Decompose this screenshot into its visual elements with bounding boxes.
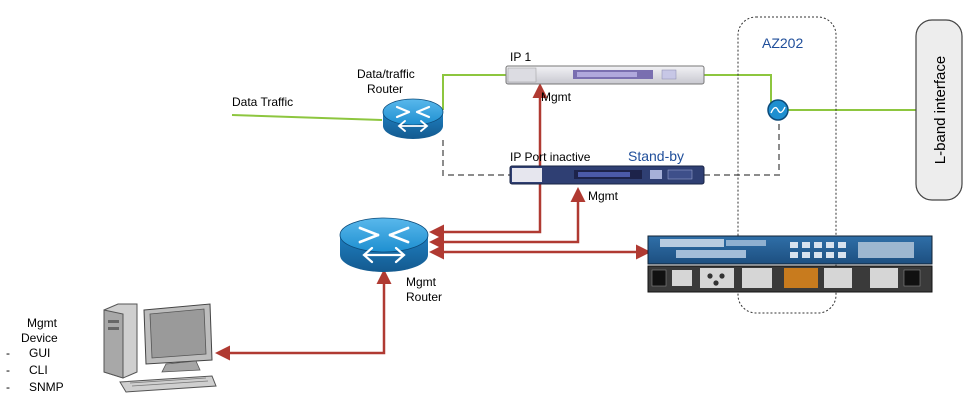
list-dash-snmp: - bbox=[6, 380, 10, 394]
list-item-cli: CLI bbox=[29, 363, 48, 377]
data-router-label-line2: Router bbox=[367, 82, 403, 96]
mgmt-device-label-line1: Mgmt bbox=[27, 316, 58, 330]
list-dash-cli: - bbox=[6, 363, 10, 377]
list-item-snmp: SNMP bbox=[29, 380, 64, 394]
router-to-ip1-line bbox=[442, 74, 506, 110]
mgmt-router-label-line2: Router bbox=[406, 290, 442, 304]
mgmt-router-label-line1: Mgmt bbox=[406, 275, 437, 289]
mgmt-label-standby: Mgmt bbox=[588, 189, 619, 203]
ip1-device bbox=[505, 65, 705, 85]
ip1-label: IP 1 bbox=[510, 50, 531, 64]
mgmt-router-icon bbox=[339, 217, 429, 272]
mgmt-line-device bbox=[215, 269, 392, 361]
data-traffic-line bbox=[231, 114, 383, 121]
coupler-icon bbox=[767, 99, 789, 121]
data-router-icon bbox=[382, 98, 444, 139]
lband-label: L-band interface bbox=[932, 56, 949, 164]
az202-chassis bbox=[647, 235, 933, 293]
mgmt-lines bbox=[215, 83, 651, 361]
ip1-to-coupler-line bbox=[704, 74, 772, 104]
az202-label: AZ202 bbox=[762, 35, 803, 51]
router-to-standby-line bbox=[442, 140, 510, 176]
standby-label: Stand-by bbox=[628, 148, 684, 164]
mgmt-computer-icon bbox=[103, 303, 217, 393]
lband-interface bbox=[915, 19, 963, 201]
data-traffic-label: Data Traffic bbox=[232, 95, 293, 109]
ip-port-inactive-label: IP Port inactive bbox=[510, 150, 591, 164]
list-dash-gui: - bbox=[6, 346, 10, 360]
mgmt-line-standby bbox=[429, 187, 586, 250]
az202-enclosure bbox=[737, 16, 837, 314]
list-item-gui: GUI bbox=[29, 346, 50, 360]
standby-device bbox=[509, 165, 705, 185]
data-router-label-line1: Data/traffic bbox=[357, 67, 415, 81]
mgmt-label-ip1: Mgmt bbox=[541, 90, 572, 104]
standby-to-coupler-line bbox=[704, 122, 780, 176]
mgmt-device-label-line2: Device bbox=[21, 331, 58, 345]
